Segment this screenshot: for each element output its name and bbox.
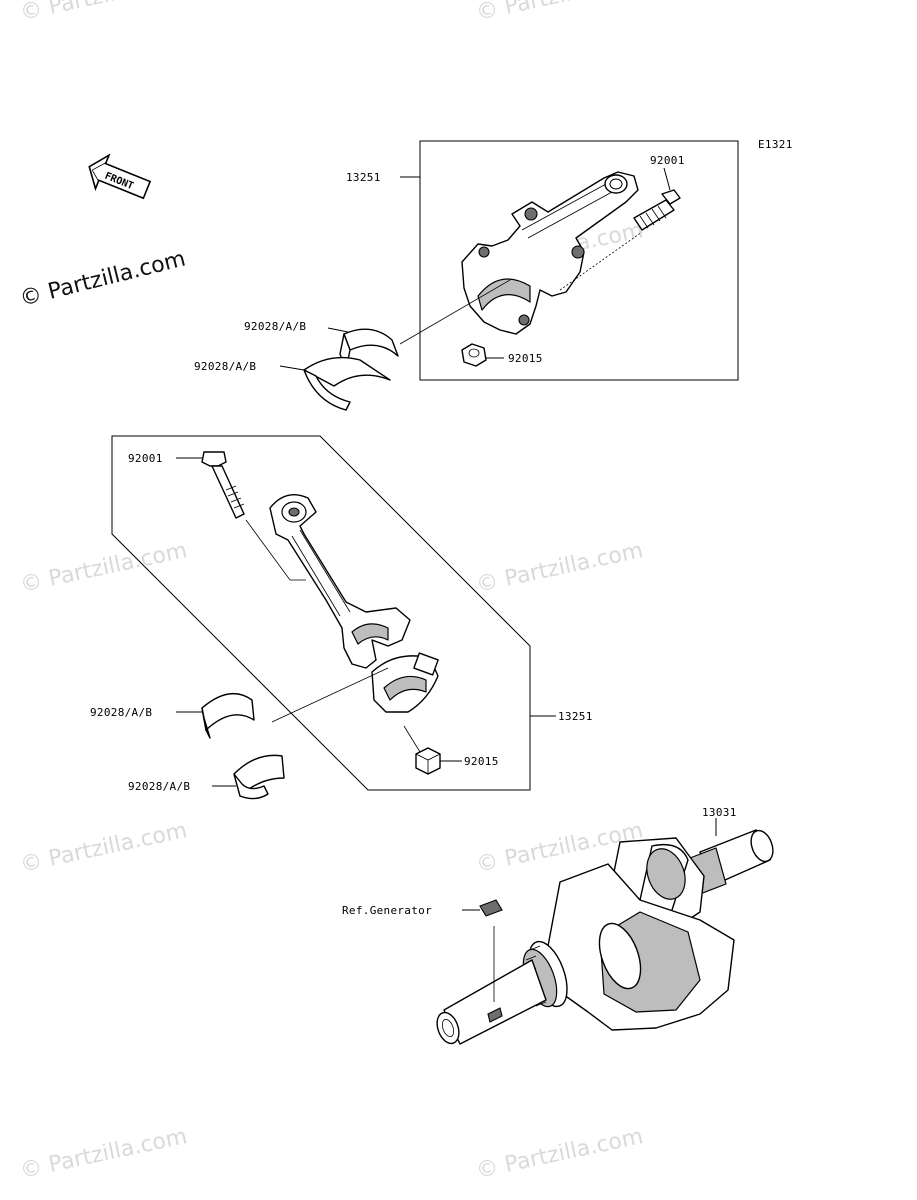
crankshaft xyxy=(436,829,774,1045)
lower-nut-label: 92015 xyxy=(464,755,499,768)
watermark: © Partzilla.com xyxy=(18,0,189,26)
upper-bolt-label: 92001 xyxy=(650,154,685,167)
lower-bearing-shell-b xyxy=(212,754,285,800)
upper-connecting-rod-group: 13251 92001 92015 xyxy=(194,140,739,411)
woodruff-key xyxy=(462,899,503,917)
watermark-main: © Partzilla.com xyxy=(17,246,188,311)
lower-bearing-a-label: 92028/A/B xyxy=(90,706,152,719)
lower-rod-cap xyxy=(371,652,439,713)
diagram-code: E1321 xyxy=(758,138,793,151)
crankshaft-group: 13031 xyxy=(342,806,774,1045)
watermark: © Partzilla.com xyxy=(18,1124,189,1184)
watermark: © Partzilla.com xyxy=(474,538,645,598)
upper-nut xyxy=(461,343,504,367)
upper-assembly-label: 13251 xyxy=(346,171,381,184)
upper-bolt xyxy=(633,167,681,231)
lower-bolt-label: 92001 xyxy=(128,452,163,465)
lower-bolt xyxy=(176,451,245,519)
lower-bearing-b-label: 92028/A/B xyxy=(128,780,190,793)
watermark: © Partzilla.com xyxy=(18,818,189,878)
upper-bearing-shell-b xyxy=(279,356,391,411)
lower-connecting-rod-group: 92001 92015 13251 xyxy=(90,435,593,800)
front-direction-arrow-icon: FRONT xyxy=(88,153,152,200)
upper-nut-label: 92015 xyxy=(508,352,543,365)
upper-bearing-b-label: 92028/A/B xyxy=(194,360,256,373)
lower-connecting-rod xyxy=(269,494,411,669)
watermark: © Partzilla.com xyxy=(474,0,645,26)
lower-bearing-shell-a xyxy=(176,692,255,739)
watermark: © Partzilla.com xyxy=(474,1124,645,1184)
upper-assembly-box xyxy=(419,140,739,381)
lower-assembly-label: 13251 xyxy=(558,710,593,723)
upper-connecting-rod xyxy=(461,171,643,335)
lower-assembly-box xyxy=(111,435,531,791)
lower-nut xyxy=(403,725,462,775)
upper-bearing-a-label: 92028/A/B xyxy=(244,320,306,333)
crankshaft-label: 13031 xyxy=(702,806,737,819)
ref-generator-label: Ref.Generator xyxy=(342,904,432,917)
watermark: © Partzilla.com xyxy=(18,538,189,598)
